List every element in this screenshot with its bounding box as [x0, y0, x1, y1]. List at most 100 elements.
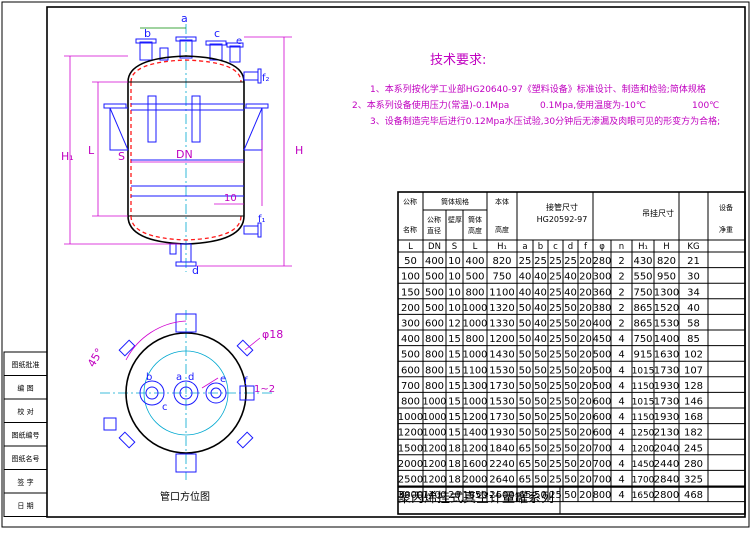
table-cell: 820	[492, 256, 511, 267]
table-cell: 820	[657, 256, 676, 267]
table-cell: 25	[549, 428, 562, 439]
table-cell: 200	[401, 303, 420, 314]
table-cell: 2040	[654, 443, 679, 454]
table-cell: 40	[534, 287, 547, 298]
table-cell: 20	[579, 459, 592, 470]
table-cell: 1730	[654, 365, 679, 376]
table-cell: 1730	[489, 412, 514, 423]
plan-lug-tr	[236, 339, 254, 357]
table-cell: 750	[492, 272, 511, 283]
lug-right-plate	[245, 103, 269, 109]
inner-baffle	[191, 95, 201, 143]
plan-nozzle-c	[205, 382, 227, 404]
table-cell: 2	[618, 287, 624, 298]
nozzle-e-flange	[226, 42, 244, 48]
table-cell: 50	[534, 490, 547, 501]
table-cell: 182	[684, 428, 703, 439]
unit-cell: a	[522, 242, 527, 252]
table-cell: 1530	[654, 319, 679, 330]
unit-cell: H	[663, 242, 669, 252]
table-cell: 20	[579, 381, 592, 392]
table-cell: 20	[579, 490, 592, 501]
table-cell: 1930	[489, 428, 514, 439]
header-jieguan: 接管尺寸	[546, 202, 578, 212]
table-cell: 25	[549, 319, 562, 330]
table-cell: 25	[549, 475, 562, 486]
nozzle-a	[179, 39, 193, 59]
table-cell: 1015	[632, 366, 655, 376]
table-cell: 65	[519, 443, 532, 454]
table-cell: 1300	[654, 287, 679, 298]
header-benti: 本体	[495, 197, 509, 206]
table-cell: 50	[519, 319, 532, 330]
table-cell: 100	[401, 272, 420, 283]
header-zhijing: 直径	[427, 226, 441, 235]
table-cell: 1200	[632, 444, 655, 454]
table-cell: 500	[593, 381, 612, 392]
table-cell: 325	[684, 475, 703, 486]
table-cell: 550	[633, 272, 652, 283]
table-cell: 4	[618, 459, 624, 470]
table-cell: 700	[593, 443, 612, 454]
leader-dia18	[244, 337, 261, 351]
table-cell: 20	[579, 334, 592, 345]
table-cell: 4	[618, 475, 624, 486]
nozzle-f2-flange	[257, 68, 262, 84]
label-angle45: 45°	[85, 346, 106, 369]
nozzle-f1	[243, 225, 259, 235]
table-cell: 245	[684, 443, 703, 454]
table-cell: 40	[564, 272, 577, 283]
plan-bolt-circle	[143, 350, 229, 436]
table-cell: 50	[564, 381, 577, 392]
unit-cell: φ	[599, 242, 605, 252]
table-cell: 18	[448, 443, 461, 454]
label-f2: f₂	[262, 73, 270, 84]
table-cell: 1200	[463, 412, 488, 423]
table-cell: 15	[448, 365, 461, 376]
table-cell: 20	[579, 397, 592, 408]
table-cell: 20	[579, 350, 592, 361]
table-cell: 4	[618, 365, 624, 376]
table-cell: 750	[633, 334, 652, 345]
table-cell: 4	[618, 443, 624, 454]
table-cell: 15	[448, 350, 461, 361]
label-dia18: φ18	[262, 328, 283, 341]
plan-lug-tl	[118, 339, 136, 357]
table-cell: 20	[448, 490, 461, 501]
table-cell: 800	[425, 334, 444, 345]
angle-arc-45	[125, 320, 187, 361]
table-cell: 2130	[654, 428, 679, 439]
nozzle-f1-flange	[257, 222, 262, 238]
left-strip-label: 图纸名号	[12, 454, 40, 463]
table-cell: 1840	[489, 443, 514, 454]
table-cell: 600	[401, 365, 420, 376]
table-cell: 25	[534, 256, 547, 267]
nozzle-a-flange	[175, 36, 197, 42]
table-cell: 1320	[489, 303, 514, 314]
table-cell: 20	[579, 412, 592, 423]
top-head	[127, 55, 245, 83]
label-s: S	[118, 150, 125, 163]
table-cell: 300	[593, 272, 612, 283]
table-cell: 50	[564, 412, 577, 423]
table-cell: 1650	[632, 491, 655, 501]
table-cell: 3000	[398, 490, 423, 501]
unit-cell: L	[473, 242, 478, 252]
table-cell: 50	[564, 365, 577, 376]
table-cell: 40	[519, 287, 532, 298]
table-cell: 40	[519, 272, 532, 283]
table-cell: 1000	[423, 412, 447, 423]
plan-label-e: e	[220, 374, 226, 385]
table-cell: 500	[593, 365, 612, 376]
table-cell: 25	[519, 256, 532, 267]
lug-right-rib	[243, 107, 263, 151]
unit-cell: f	[584, 242, 588, 252]
table-cell: 50	[404, 256, 417, 267]
plan-nozzle-b	[139, 380, 165, 406]
table-cell: 10	[448, 303, 461, 314]
table-cell: 58	[687, 319, 700, 330]
table-cell: 168	[684, 412, 703, 423]
header-shebei: 设备	[719, 203, 733, 212]
tech-line-2b: 0.1Mpa,使用温度为-10℃	[540, 99, 646, 111]
